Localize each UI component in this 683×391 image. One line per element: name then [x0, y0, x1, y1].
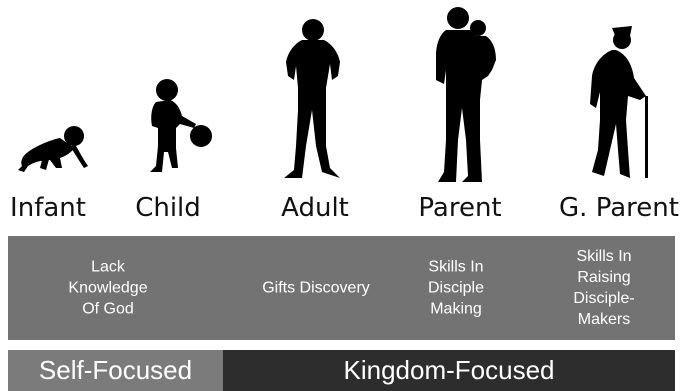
need-adult: Gifts Discovery: [262, 279, 370, 297]
parent-holding-child-icon: [436, 7, 496, 182]
self-focused-bar: Self-Focused: [8, 350, 223, 391]
stage-label-child: Child: [135, 193, 201, 223]
development-needs-band: [8, 236, 675, 340]
grandparent-with-cane-icon: [590, 26, 648, 178]
stage-label-infant: Infant: [10, 193, 86, 223]
crawling-infant-icon: [18, 126, 88, 172]
stage-label-parent: Parent: [418, 193, 502, 223]
stage-labels: Infant Child Adult Parent G. Parent: [0, 193, 683, 233]
stage-label-adult: Adult: [281, 193, 349, 223]
stage-label-grandparent: G. Parent: [559, 193, 679, 223]
silhouettes: [18, 7, 648, 182]
kingdom-focused-bar: Kingdom-Focused: [223, 350, 675, 391]
child-with-ball-icon: [150, 79, 212, 172]
standing-adult-icon: [284, 19, 340, 178]
